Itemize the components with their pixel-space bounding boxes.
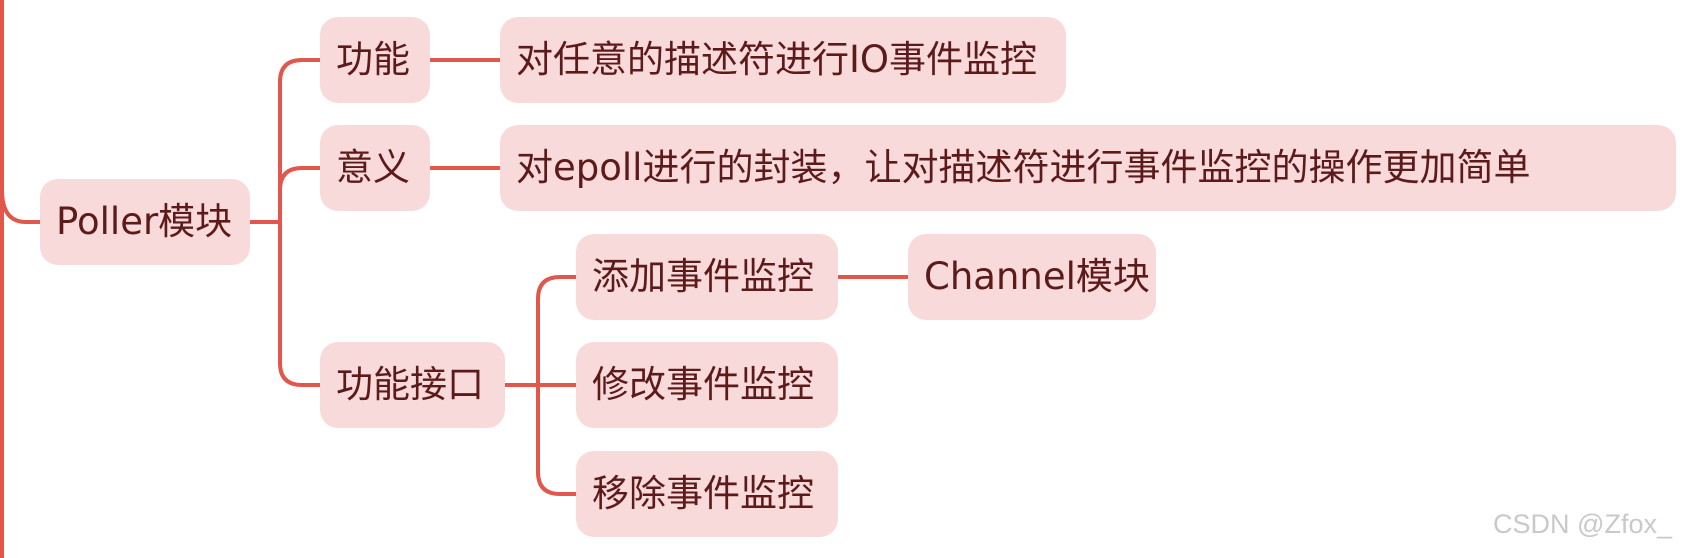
node-poller-module[interactable]: Poller模块 (40, 179, 250, 265)
node-function[interactable]: 功能 (320, 17, 430, 103)
node-meaning[interactable]: 意义 (320, 125, 430, 211)
node-function-description[interactable]: 对任意的描述符进行IO事件监控 (500, 17, 1066, 103)
node-remove-event-monitor[interactable]: 移除事件监控 (576, 451, 838, 537)
parent-to-poller-branch (0, 188, 42, 224)
node-add-event-monitor[interactable]: 添加事件监控 (576, 234, 838, 320)
poller-to-jiekou-branch (278, 220, 322, 387)
csdn-watermark: CSDN @Zfox_ (1493, 509, 1672, 539)
node-function-interface[interactable]: 功能接口 (320, 342, 505, 428)
poller-to-gongneng-branch (278, 58, 322, 224)
poller-to-yiyi-branch (278, 166, 322, 192)
jiekou-to-add-branch (536, 275, 578, 387)
node-meaning-description[interactable]: 对epoll进行的封装，让对描述符进行事件监控的操作更加简单 (500, 125, 1676, 211)
jiekou-to-remove-branch (536, 383, 578, 496)
node-modify-event-monitor[interactable]: 修改事件监控 (576, 342, 838, 428)
node-channel-module[interactable]: Channel模块 (908, 234, 1156, 320)
